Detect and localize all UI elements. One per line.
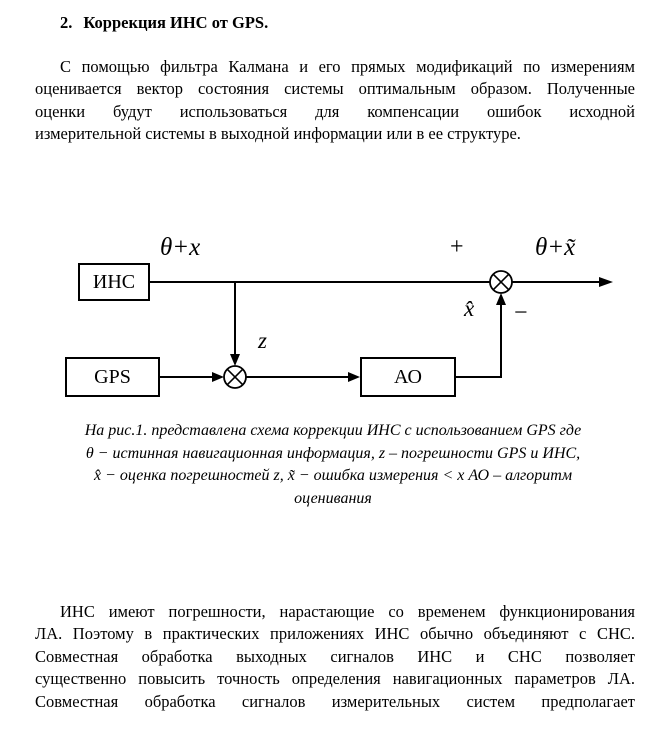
paragraph-line: Совместная обработка выходных сигналов И… xyxy=(35,646,635,666)
gps-block: GPS xyxy=(65,357,160,397)
label-plus-sign: + xyxy=(450,234,464,260)
figure-caption: На рис.1. представлена схема коррекции И… xyxy=(33,420,633,510)
paragraph-line: оценки будут использоваться для компенса… xyxy=(35,101,635,121)
diagram-connections xyxy=(150,270,613,389)
label-theta-plus-xtilde: θ+x̃ xyxy=(535,234,576,261)
ao-arrowhead xyxy=(348,372,360,382)
label-theta-plus-x: θ+x xyxy=(160,234,201,261)
caption-line: θ − истинная навигационная информация, z… xyxy=(85,444,581,462)
paragraph-line: Совместная обработка сигналов измеритель… xyxy=(35,691,635,711)
caption-line: x̂ − оценка погрешностей z, x̃ − ошибка … xyxy=(93,467,573,484)
branch-arrowhead xyxy=(230,354,240,366)
ins-block: ИНС xyxy=(78,263,150,301)
section-heading: 2. Коррекция ИНС от GPS. xyxy=(60,12,268,34)
label-z: z xyxy=(258,328,267,353)
paragraph-line: измерительной системы в выходной информа… xyxy=(35,124,521,144)
feedback-arrowhead xyxy=(496,293,506,305)
paragraph-line: оценивается вектор состояния системы опт… xyxy=(35,79,635,99)
paragraph-line: ЛА. Поэтому в практических приложениях И… xyxy=(35,624,635,644)
section-number: 2. xyxy=(60,13,73,32)
label-minus-sign: − xyxy=(514,300,528,326)
paragraph-intro: С помощью фильтра Калмана и его прямых м… xyxy=(35,56,635,146)
caption-line: оценивания xyxy=(294,489,372,507)
paragraph-body: ИНС имеют погрешности, нарастающие со вр… xyxy=(35,601,635,713)
ao-block: АО xyxy=(360,357,456,397)
paragraph-line: существенно повысить точность определени… xyxy=(35,669,635,689)
gps-arrowhead xyxy=(212,372,224,382)
label-x-hat: x̂ xyxy=(464,296,475,321)
junction-bottom-cross xyxy=(226,368,244,386)
figure-block-diagram: ИНС GPS АО θ+x + θ+x̃ z x̂ − xyxy=(0,232,666,418)
output-arrowhead xyxy=(599,277,613,287)
section-title: Коррекция ИНС от GPS. xyxy=(83,13,269,32)
junction-top-cross xyxy=(492,273,510,291)
paragraph-line: С помощью фильтра Калмана и его прямых м… xyxy=(60,57,635,76)
paragraph-line: ИНС имеют погрешности, нарастающие со вр… xyxy=(60,602,635,621)
caption-line: На рис.1. представлена схема коррекции И… xyxy=(84,422,582,439)
